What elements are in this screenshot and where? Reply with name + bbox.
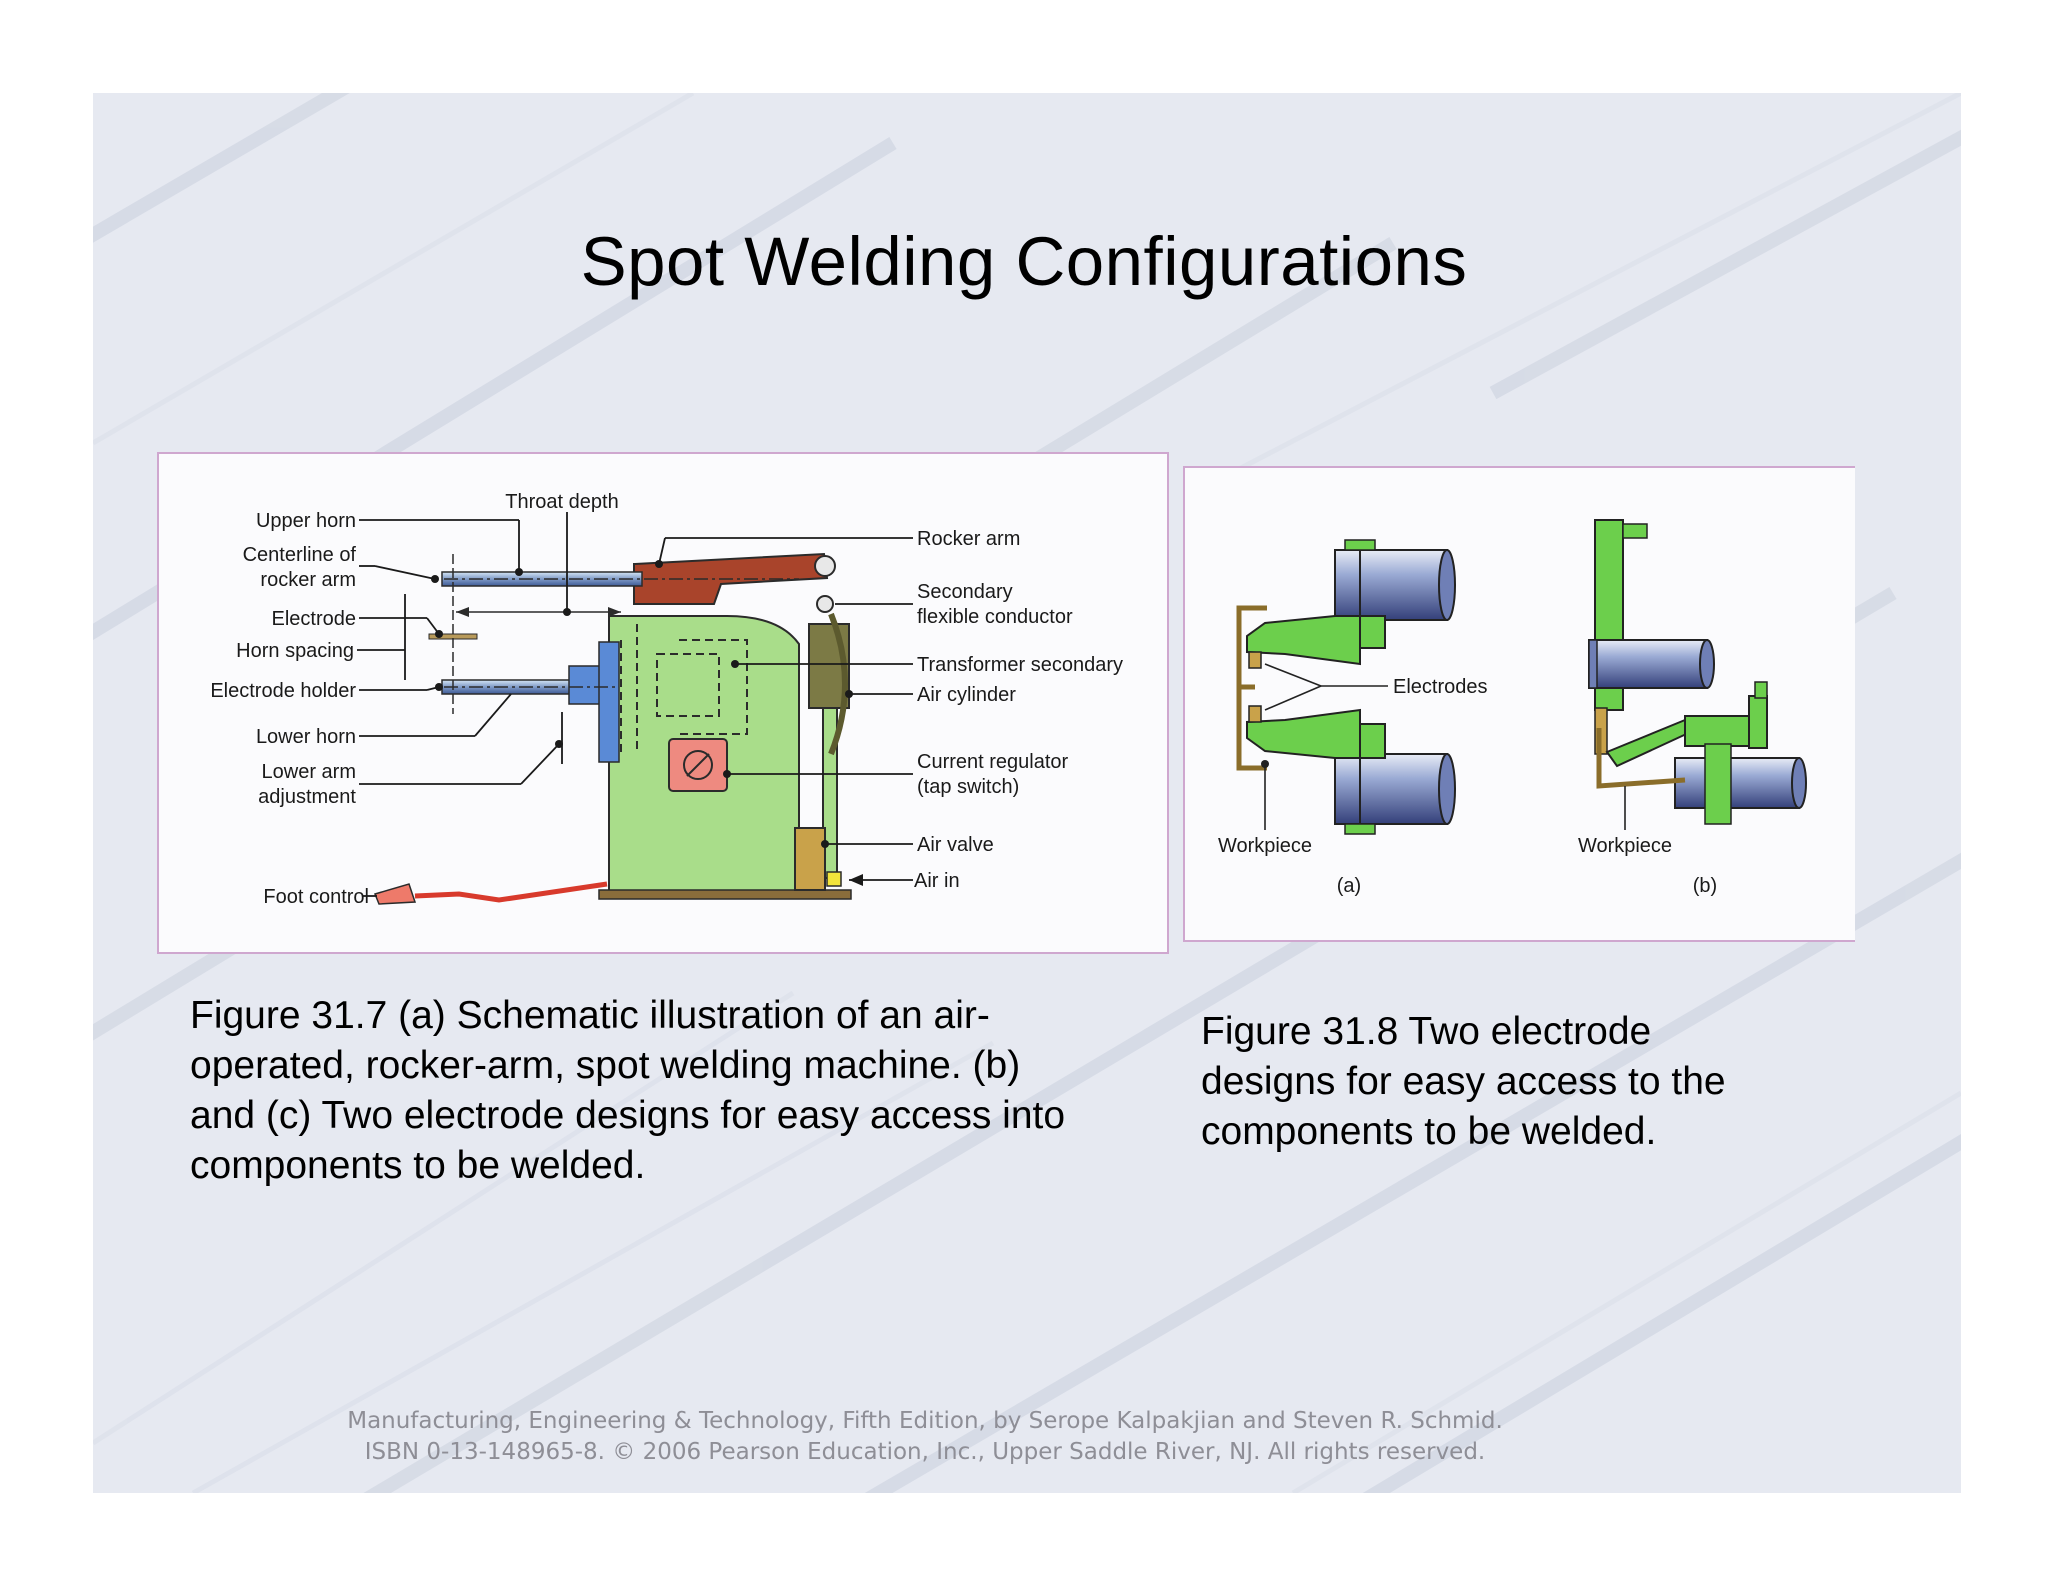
footer-line-1: Manufacturing, Engineering & Technology,… bbox=[347, 1408, 1503, 1434]
slide-title: Spot Welding Configurations bbox=[580, 223, 1468, 300]
label-lower-horn: Lower horn bbox=[256, 726, 356, 748]
workpiece-b bbox=[1596, 728, 1686, 789]
label-workpiece-a: Workpiece bbox=[1218, 835, 1312, 857]
label-part-a: (a) bbox=[1337, 875, 1361, 897]
label-air-cylinder: Air cylinder bbox=[917, 684, 1016, 706]
label-transformer-secondary: Transformer secondary bbox=[917, 654, 1123, 676]
label-throat-depth: Throat depth bbox=[505, 491, 618, 513]
air-valve bbox=[794, 827, 826, 891]
secondary-conductor bbox=[828, 612, 848, 756]
footer-line-2: ISBN 0-13-148965-8. © 2006 Pearson Educa… bbox=[364, 1439, 1486, 1465]
label-upper-horn: Upper horn bbox=[256, 510, 356, 532]
label-workpiece-b: Workpiece bbox=[1578, 835, 1672, 857]
label-air-valve: Air valve bbox=[917, 834, 994, 856]
design-b bbox=[1588, 519, 1807, 830]
label-electrode: Electrode bbox=[272, 608, 357, 630]
workpiece-a bbox=[1236, 605, 1267, 771]
label-secondary-1: Secondary bbox=[917, 581, 1013, 603]
label-lower-arm-2: adjustment bbox=[258, 786, 356, 808]
transformer-dashed bbox=[620, 624, 748, 754]
label-secondary-2: flexible conductor bbox=[917, 606, 1073, 628]
label-electrode-holder: Electrode holder bbox=[210, 680, 356, 702]
machine-base bbox=[598, 889, 852, 900]
caption-figure-31-8: Figure 31.8 Two electrode designs for ea… bbox=[1201, 1010, 1726, 1153]
electrode-lower-a bbox=[1246, 708, 1386, 824]
figure-31-7: Upper horn Throat depth Centerline of ro… bbox=[157, 452, 1169, 954]
foot-pedal-cable bbox=[414, 881, 608, 903]
caption-figure-31-7: Figure 31.7 (a) Schematic illustration o… bbox=[190, 994, 1066, 1187]
label-foot-control: Foot control bbox=[263, 886, 369, 908]
label-rocker-arm: Rocker arm bbox=[917, 528, 1020, 550]
label-centerline-2: rocker arm bbox=[260, 569, 356, 591]
label-current-regulator-2: (tap switch) bbox=[917, 776, 1019, 798]
electrode-designs-diagram: Electrodes Workpiece Workpiece (a) (b) bbox=[1218, 519, 1807, 897]
design-a bbox=[1236, 539, 1456, 835]
label-centerline-1: Centerline of bbox=[243, 544, 357, 566]
upper-horn bbox=[441, 571, 643, 587]
spot-welding-machine-diagram: Upper horn Throat depth Centerline of ro… bbox=[210, 491, 1123, 908]
foot-pedal bbox=[373, 883, 417, 905]
electrode-upper-a bbox=[1246, 550, 1386, 666]
label-part-b: (b) bbox=[1693, 875, 1717, 897]
label-horn-spacing: Horn spacing bbox=[236, 640, 354, 662]
label-electrodes: Electrodes bbox=[1393, 676, 1488, 698]
label-current-regulator-1: Current regulator bbox=[917, 751, 1069, 773]
figure-31-8: Electrodes Workpiece Workpiece (a) (b) bbox=[1183, 466, 1855, 942]
label-air-in: Air in bbox=[914, 870, 960, 892]
label-lower-arm-1: Lower arm bbox=[262, 761, 356, 783]
